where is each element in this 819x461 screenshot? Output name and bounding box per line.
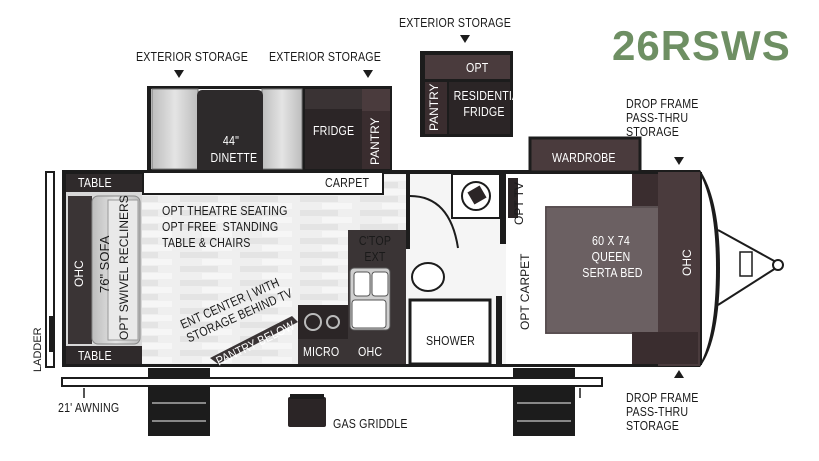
ent-center: [210, 316, 298, 364]
label-fridge: FRIDGE: [313, 123, 355, 138]
gas-griddle: [288, 394, 326, 427]
label-ohc-front: OHC: [680, 249, 694, 276]
label-table-bottom: TABLE: [78, 348, 112, 363]
label-opt-tv: OPT TV: [512, 182, 526, 225]
model-name: 26RSWS: [612, 22, 791, 69]
label-residential-fridge: RESIDENTIAL FRIDGE: [453, 88, 526, 119]
label-gas-griddle: GAS GRIDDLE: [333, 416, 408, 431]
sofa-area: [45, 171, 142, 368]
label-carpet: CARPET: [325, 175, 370, 190]
label-drop-frame-bottom: DROP FRAME PASS-THRU STORAGE: [626, 390, 699, 433]
awning: [61, 377, 603, 398]
bedroom: [545, 172, 700, 366]
sofa-back: [68, 196, 92, 344]
label-ctop-ext: C'TOP EXT: [358, 233, 392, 264]
label-shower: SHOWER: [426, 333, 475, 348]
kitchen: [210, 230, 406, 364]
label-ext-storage-top: EXTERIOR STORAGE: [399, 15, 512, 30]
label-theatre-seating: OPT THEATRE SEATING OPT FREE STANDING TA…: [162, 203, 288, 250]
shower: [408, 298, 492, 366]
label-table-top: TABLE: [78, 175, 112, 190]
label-pantry: PANTRY: [368, 117, 382, 165]
label-ext-storage-left: EXTERIOR STORAGE: [136, 49, 249, 64]
label-pantry-top: PANTRY: [427, 83, 441, 131]
bathroom: [406, 173, 518, 366]
label-opt-carpet: OPT CARPET: [518, 253, 532, 330]
dinette-table: [197, 90, 263, 180]
label-recliners: OPT SWIVEL RECLINERS: [117, 195, 131, 340]
label-opt-top: OPT: [466, 60, 489, 75]
label-sofa: 76" SOFA: [97, 235, 112, 293]
toilet: [411, 262, 445, 292]
hitch: [717, 229, 784, 306]
label-ohc-kitchen: OHC: [358, 344, 383, 359]
wardrobe: [528, 136, 642, 174]
ladder: [49, 316, 55, 352]
label-bed: 60 X 74 QUEEN SERTA BED: [582, 233, 643, 280]
res-fridge-module: [420, 51, 513, 137]
label-ext-storage-mid: EXTERIOR STORAGE: [269, 49, 382, 64]
slideout-top: [147, 86, 392, 180]
label-ohc-sofa: OHC: [72, 260, 86, 287]
label-awning: 21' AWNING: [58, 400, 120, 415]
label-dinette: 44" DINETTE: [210, 133, 258, 165]
label-drop-frame-top: DROP FRAME PASS-THRU STORAGE: [626, 96, 699, 139]
label-micro: MICRO: [303, 344, 340, 359]
label-wardrobe: WARDROBE: [552, 150, 616, 165]
label-ladder: LADDER: [32, 327, 44, 372]
arrows: [174, 35, 684, 378]
